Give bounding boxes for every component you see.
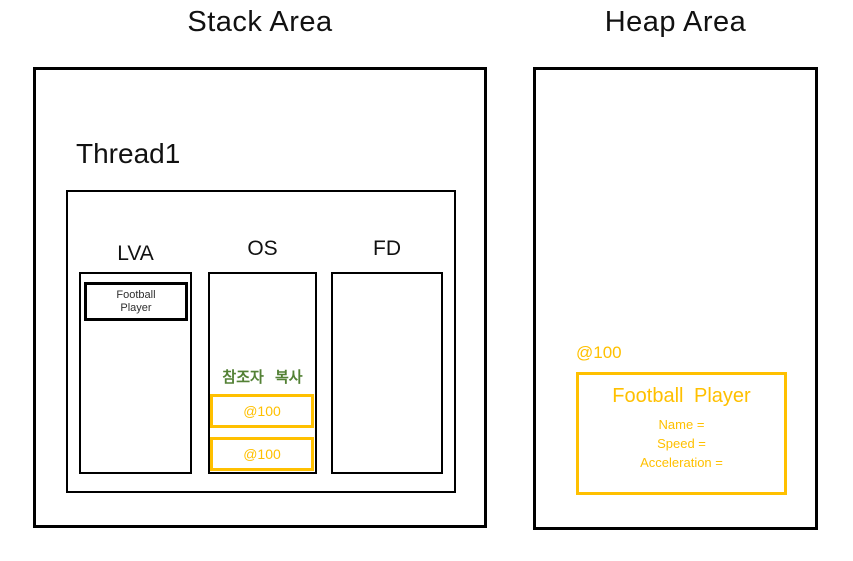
heap-object-title: Football Player [612,385,751,407]
reference-value-box: @100 [210,394,314,428]
lva-column-header: LVA [117,242,154,265]
reference-value-box: @100 [210,437,314,471]
heap-object-fields: Name = Speed = Acceleration = [579,415,784,472]
reference-copy-annotation: 참조자 복사 [222,369,303,386]
heap-object-box: Football Player Name = Speed = Accelerat… [576,372,787,495]
heap-area-title: Heap Area [604,6,747,38]
fd-column-header: FD [373,237,401,260]
os-column-header: OS [247,237,278,260]
heap-object-field-speed: Speed = [657,436,706,451]
heap-address-label: @100 [576,343,622,362]
stack-frame-box: LVA OS FD Football Player 참조자 복사 @100 @1… [66,190,456,493]
heap-object-field-name: Name = [658,417,705,432]
heap-object-field-acceleration: Acceleration = [640,455,723,470]
thread-label: Thread1 [76,138,181,169]
stack-area-box: Thread1 LVA OS FD Football Player 참조자 복사… [33,67,487,528]
frame-data-box [331,272,443,474]
local-variable-box: Football Player [84,282,188,321]
stack-area-title: Stack Area [187,6,333,38]
local-variable-label: Football Player [116,288,156,314]
heap-area-box: @100 Football Player Name = Speed = Acce… [533,67,818,530]
lva-column-box: Football Player [79,272,192,474]
operand-stack-box: 참조자 복사 @100 @100 [208,272,317,474]
